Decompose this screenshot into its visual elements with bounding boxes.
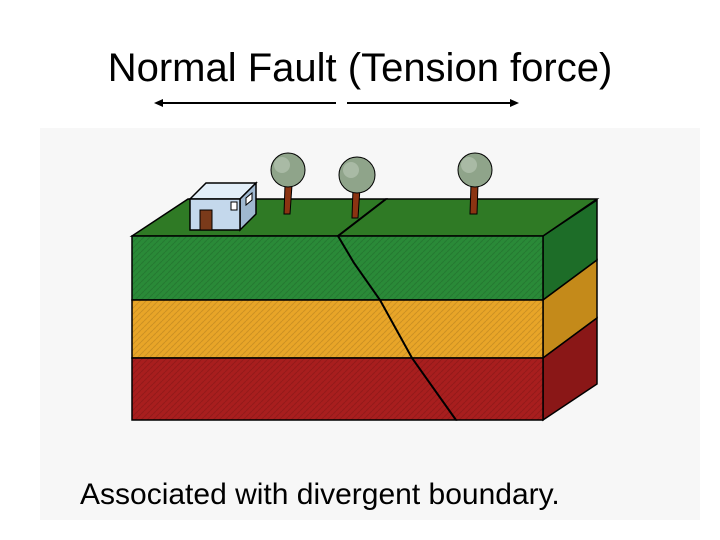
tree-icon	[338, 156, 376, 219]
slide-caption: Associated with divergent boundary.	[80, 478, 560, 511]
tree-icon	[457, 152, 493, 215]
footwall-block	[131, 235, 458, 421]
slide-title: Normal Fault (Tension force)	[107, 46, 613, 90]
block-side-face	[542, 198, 598, 422]
left-arrow-icon	[154, 99, 336, 107]
tree-icon	[270, 152, 306, 215]
fault-line	[336, 198, 457, 421]
right-arrow-icon	[347, 99, 519, 107]
hanging-wall-block	[336, 235, 544, 421]
tension-arrows	[154, 99, 519, 107]
house-icon	[188, 181, 258, 232]
